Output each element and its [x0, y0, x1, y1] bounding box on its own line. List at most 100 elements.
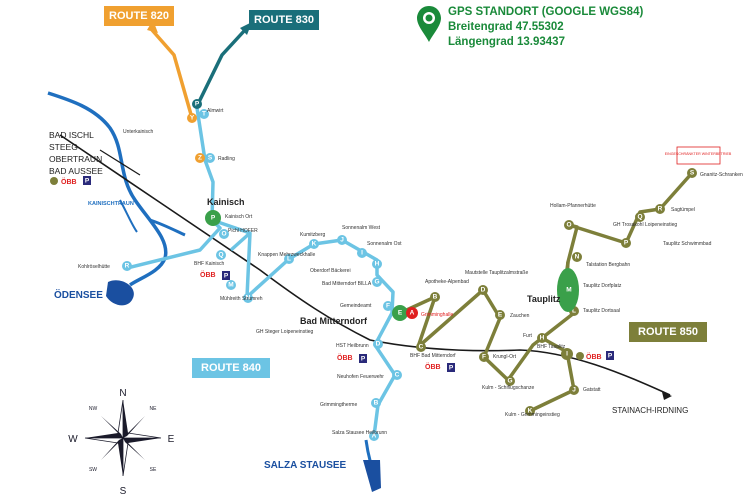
stop-q: Q	[218, 252, 223, 259]
stop-r2: R	[658, 206, 663, 213]
label-sonnenalm-west: Sonnenalm West	[342, 225, 381, 231]
place-bad-mitterndorf: Bad Mitterndorf	[300, 316, 368, 326]
place-tauplitz: Tauplitz	[527, 294, 561, 304]
stop-m2: M	[566, 287, 571, 294]
badges-mitterndorf: ÖBB P	[425, 362, 455, 372]
stop-i2: I	[566, 351, 568, 358]
stop-o: O	[221, 231, 226, 238]
label-krungl: Krungl-Ort	[493, 354, 517, 360]
label-muehlreith: Mühlreith Strumreh	[220, 296, 263, 302]
stop-p2: P	[624, 240, 629, 247]
stop-k: K	[312, 241, 317, 248]
label-neuhofen: Neuhofen Feuerwehr	[337, 374, 384, 380]
parking-icon-aussee: P	[85, 178, 90, 185]
route-840-badge: ROUTE 840	[192, 358, 270, 378]
route-820-badge: ROUTE 820	[104, 6, 174, 26]
label-bhf-mitterndorf: BHF Bad Mitterndorf	[410, 353, 456, 359]
stop-l: L	[287, 256, 291, 263]
obb-logo-aussee: ÖBB	[61, 177, 77, 186]
stop-q2: Q	[637, 214, 642, 221]
route-830-line	[196, 28, 247, 105]
label-zauchen: Zauchen	[510, 313, 530, 319]
parking-icon-kainisch: P	[224, 273, 229, 280]
route-850-badge: ROUTE 850	[629, 322, 707, 342]
badges-aussee: ÖBB P	[50, 176, 91, 186]
stop-f2: F	[482, 354, 486, 361]
stop-p-top: P	[195, 101, 200, 108]
label-oberdorf: Oberdorf Bäckerei	[310, 268, 351, 274]
place-kainischtraun: KAINISCHTRAUN	[88, 201, 134, 207]
stop-h2: H	[540, 335, 545, 342]
lake-salza	[363, 460, 381, 492]
compass-s: S	[120, 486, 127, 497]
stop-g: G	[374, 279, 379, 286]
river-traun	[47, 91, 168, 287]
winter-notice-box	[676, 146, 721, 165]
compass-e: E	[168, 434, 175, 445]
label-talstation: Talstation Bergbahn	[586, 262, 630, 268]
stop-s: S	[208, 155, 213, 162]
label-kumitzberg: Kumitzberg	[300, 232, 326, 238]
compass-rose: N S E W NE NW SE SW	[68, 388, 174, 497]
stop-k2: K	[528, 408, 533, 415]
route-820-arrow	[147, 20, 158, 33]
parking-icon-tauplitz: P	[608, 353, 613, 360]
label-kulm-grimming: Kulm - Grimmingeinstieg	[505, 412, 560, 418]
label-apotheke: Apotheke-Alpenbad	[425, 279, 469, 285]
stop-o2: O	[566, 222, 571, 229]
stop-d: D	[481, 287, 486, 294]
label-hollam: Hollam-Pfannerhütte	[550, 203, 596, 209]
label-gh-steger: GH Steger Loipeneinstieg	[256, 329, 313, 335]
route-830-badge: ROUTE 830	[249, 10, 319, 30]
stop-j2: J	[572, 387, 576, 394]
stop-e-hub: E	[398, 310, 403, 317]
stop-i: I	[361, 250, 363, 257]
stop-m: M	[228, 282, 233, 289]
route-840-lines	[126, 107, 397, 437]
route-840-stops: Y P T Z S P O Q R M N L K J I H G F E A …	[122, 99, 418, 441]
parking-icon-mitterndorf: P	[449, 365, 454, 372]
label-grimmingtherme: Grimmingtherme	[320, 402, 357, 408]
place-bad-aussee: BAD AUSSEE	[49, 166, 103, 176]
label-billa: Bad Mitterndorf BILLA	[322, 281, 372, 287]
badges-heilbrunn: ÖBB P	[337, 353, 367, 363]
route-850-lines	[399, 171, 694, 412]
compass-se: SE	[150, 467, 157, 473]
stop-a: A	[410, 310, 415, 317]
destination-list: BAD ISCHL STEEG OBERTRAUN BAD AUSSEE	[49, 130, 103, 176]
place-bad-ischl: BAD ISCHL	[49, 130, 94, 140]
label-tauplitz-dorfplatz: Tauplitz Dorfplatz	[583, 283, 622, 289]
label-sonnenalm-ost: Sonnenalm Ost	[367, 241, 402, 247]
label-gh-trosakohl: GH Trosakohl Loipeneinstieg	[613, 222, 677, 228]
place-salza: SALZA STAUSEE	[264, 460, 347, 471]
label-radling: Radling	[218, 156, 235, 162]
label-tauplitz-schwimmbad: Tauplitz Schwimmbad	[663, 241, 712, 247]
label-bhf-kainisch: BHF Kainisch	[194, 261, 225, 267]
compass-ne: NE	[150, 406, 158, 412]
stop-bc: B	[374, 400, 379, 407]
stop-l2: L	[572, 308, 576, 315]
label-pichl-hofer: Pichl HOFER	[228, 228, 258, 234]
label-bhf-tauplitz: BHF Tauplitz	[537, 344, 566, 350]
stop-r: R	[125, 263, 130, 270]
label-gnanitz: Gnanitz-Schranken	[700, 172, 743, 178]
compass-w: W	[68, 434, 78, 445]
obb-logo-heilbrunn: ÖBB	[337, 353, 353, 362]
badges-kainisch: ÖBB P	[200, 270, 230, 280]
map-pin-icon	[417, 6, 441, 42]
stop-c: C	[419, 344, 424, 351]
route-820-line	[150, 28, 194, 119]
gps-title: GPS STANDORT (GOOGLE WGS84)	[448, 6, 644, 18]
stop-g2: G	[507, 378, 512, 385]
stop-n: N	[246, 295, 251, 302]
stop-dc: D	[376, 341, 381, 348]
railway-to-ischl	[99, 149, 141, 176]
place-stainach: STAINACH-IRDNING	[612, 406, 688, 415]
compass-sw: SW	[89, 467, 97, 473]
stop-p-kainisch: P	[211, 215, 216, 222]
stop-s2: S	[690, 170, 695, 177]
label-almwirt: Almwirt	[207, 108, 224, 114]
obb-logo-kainisch: ÖBB	[200, 270, 216, 279]
label-tauplitz-dortsaal: Tauplitz Dortsaal	[583, 308, 620, 314]
